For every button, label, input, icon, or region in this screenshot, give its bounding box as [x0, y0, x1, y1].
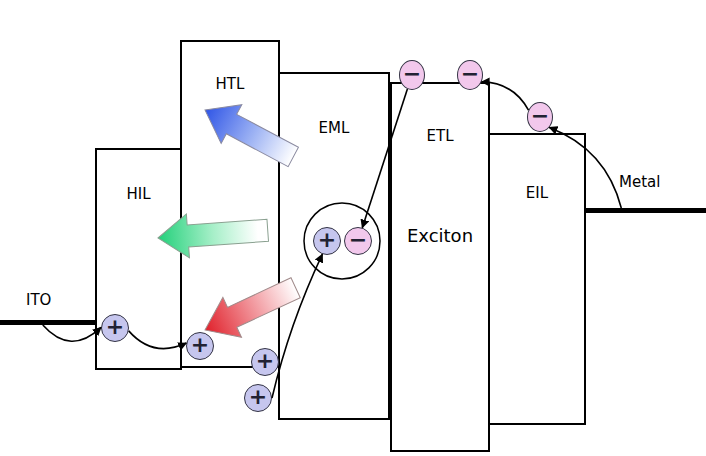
- layer-label: Metal: [619, 174, 660, 191]
- layer-label: ETL: [392, 128, 488, 145]
- layer-box: EIL: [488, 133, 586, 425]
- layer-label: HTL: [182, 76, 278, 93]
- charge-sign: −: [403, 63, 421, 85]
- layer-box: HTL: [180, 40, 280, 368]
- charge-sign: +: [256, 350, 274, 372]
- charge-sign: +: [106, 316, 124, 338]
- layer-label: HIL: [97, 186, 180, 203]
- charge-sign: +: [191, 334, 209, 356]
- layer-label: EIL: [490, 185, 584, 202]
- electron-charge: −: [344, 227, 372, 255]
- charge-sign: −: [461, 63, 479, 85]
- electron-charge: −: [399, 60, 425, 90]
- hole-charge: +: [244, 384, 272, 412]
- electron-charge: −: [527, 102, 553, 132]
- hole-charge: +: [186, 332, 214, 360]
- hole-charge: +: [251, 348, 279, 376]
- hole-charge: +: [101, 314, 129, 342]
- carrier-arrow: [549, 127, 621, 208]
- carrier-arrow: [272, 254, 322, 398]
- layer-box: ETL Exciton: [390, 82, 490, 452]
- electrode-bar: Metal: [585, 208, 706, 213]
- charge-sign: −: [349, 229, 367, 251]
- layer-box: EML +−: [278, 72, 390, 420]
- electrode-bar: ITO: [0, 320, 95, 325]
- electron-charge: −: [457, 60, 483, 90]
- carrier-arrow: [482, 82, 529, 110]
- carrier-arrow: [362, 89, 407, 228]
- charge-sign: −: [531, 105, 549, 127]
- carrier-arrow: [43, 325, 101, 341]
- hole-charge: +: [313, 227, 341, 255]
- layer-label: ITO: [26, 292, 51, 309]
- layer-label: EML: [280, 120, 388, 137]
- charge-sign: +: [318, 229, 336, 251]
- carrier-arrow: [129, 331, 187, 349]
- layer-label: Exciton: [392, 226, 488, 246]
- charge-sign: +: [249, 386, 267, 408]
